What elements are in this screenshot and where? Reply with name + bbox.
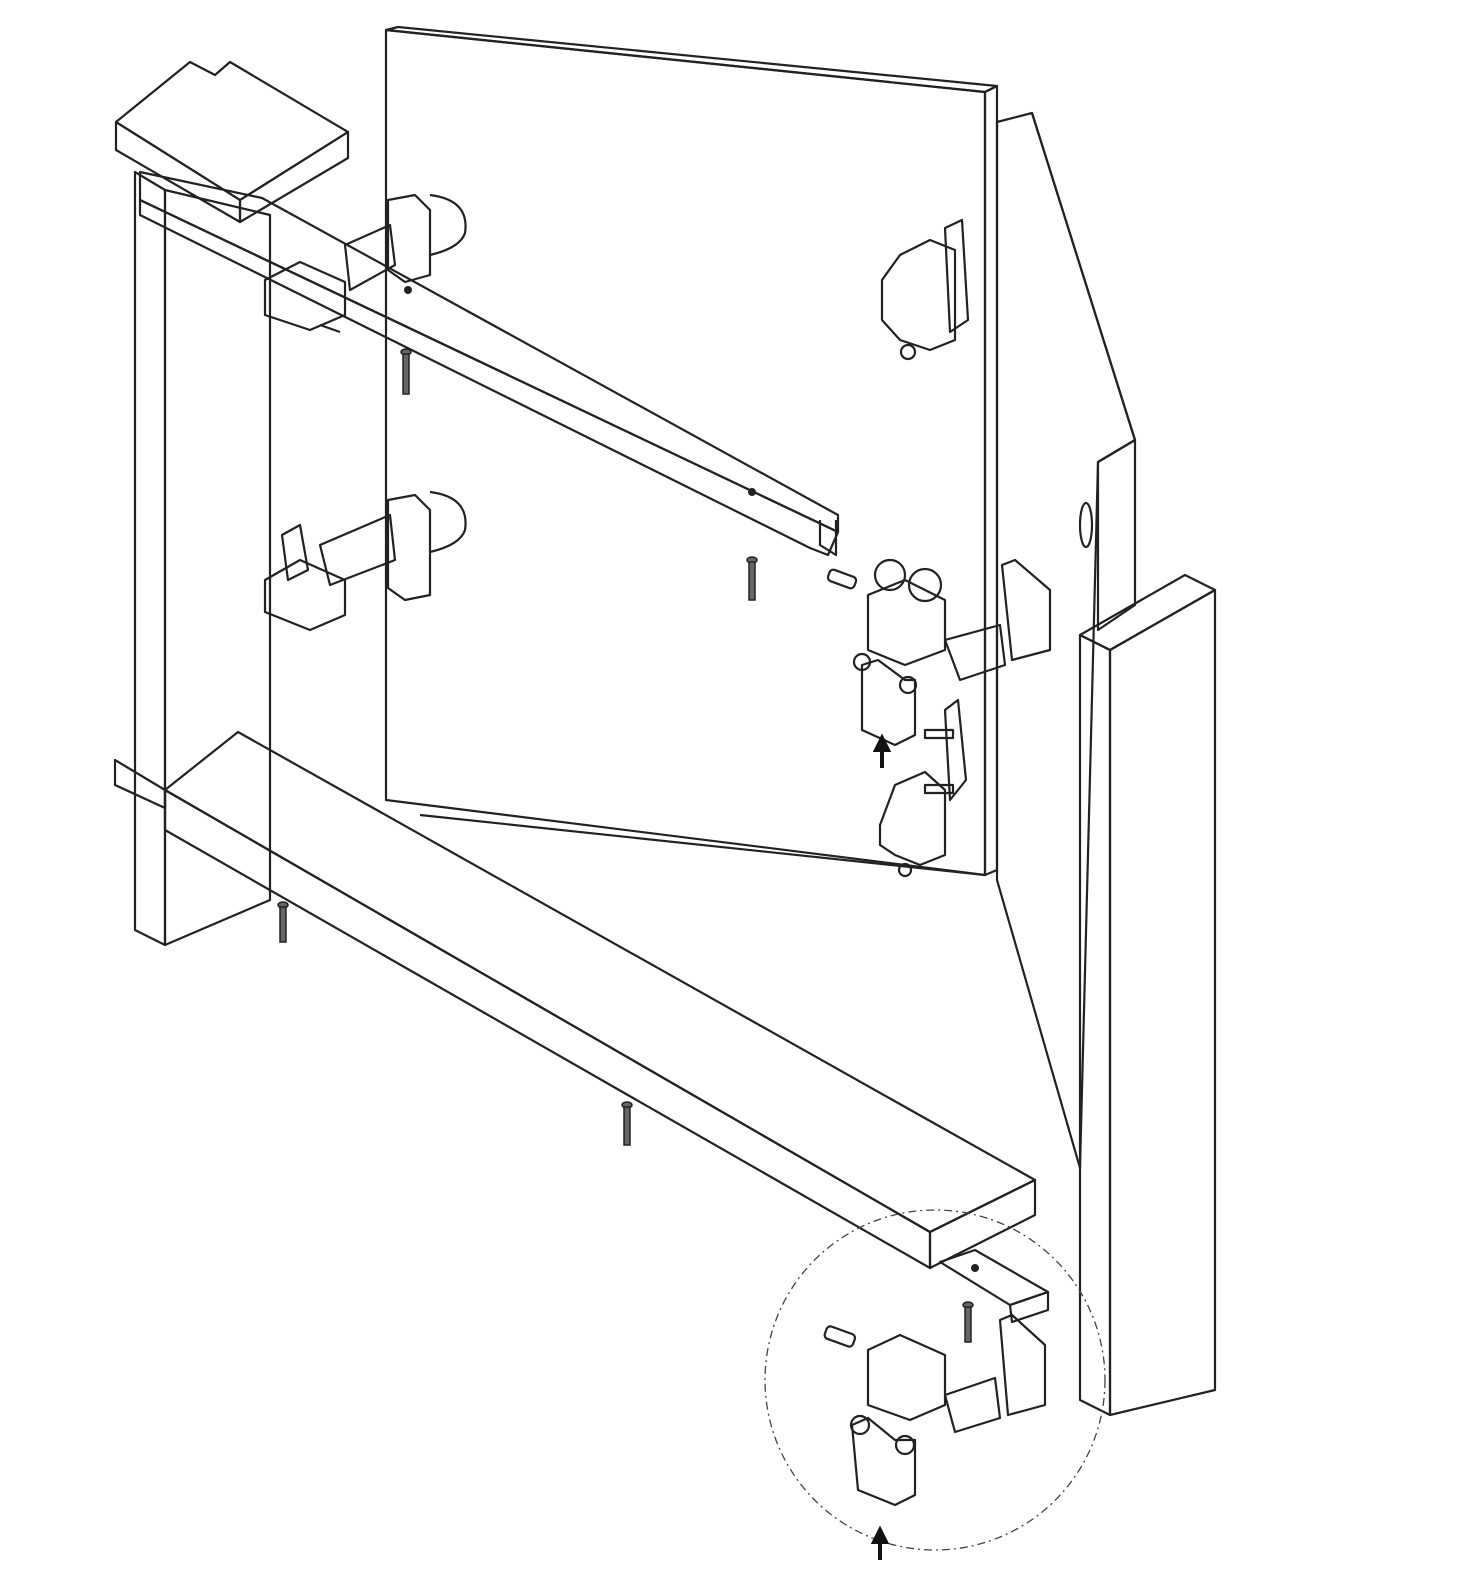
lower-door-bracket (878, 698, 968, 878)
bottom-board-part (928, 1178, 1037, 1270)
up-arrow-icon (872, 733, 892, 768)
bottom-guide-hardware-part (943, 1376, 1002, 1434)
roller-carriage-part (1000, 558, 1052, 662)
bottom-board-part (163, 788, 932, 1270)
up-arrow-icon (870, 1525, 890, 1560)
lower-door-bracket-part (923, 728, 955, 740)
screw-icon (746, 556, 758, 601)
lower-door-bracket-part (923, 783, 955, 795)
roller-carriage-part (852, 652, 872, 672)
bottom-board (113, 730, 1037, 1270)
bottom-guide-hardware-part (866, 1333, 947, 1422)
lower-left-hinge-part (263, 558, 347, 632)
screw-icon-part (748, 561, 756, 601)
upper-left-hinge-part (319, 323, 341, 334)
upper-left-hinge-part (429, 193, 467, 257)
roller-carriage-part (907, 567, 943, 603)
open-door-panel-part (1030, 111, 1137, 632)
upper-left-hinge-part (263, 260, 347, 332)
lower-door-bracket-part (943, 698, 968, 802)
upper-door-bracket-part (899, 343, 917, 361)
bottom-guide-hardware (823, 1313, 1047, 1507)
left-side-panel-part (163, 188, 272, 947)
bottom-guide-rail (938, 1248, 1050, 1324)
left-side-panel (133, 170, 272, 947)
rail-hole (404, 286, 412, 294)
roller-carriage-part (898, 675, 918, 695)
upper-left-hinge-part (386, 193, 432, 284)
top-rail-part (138, 170, 840, 534)
top-rail-part (818, 520, 838, 557)
right-side-post (1078, 573, 1217, 1417)
top-rail (138, 170, 840, 557)
roller-carriage-part (943, 623, 1007, 682)
bottom-guide-hardware-part (823, 1325, 857, 1348)
open-door-panel-part (995, 111, 1137, 1170)
lower-left-hinge (263, 490, 467, 632)
roller-carriage-part (873, 558, 907, 592)
upper-door-bracket-part (880, 238, 957, 352)
lower-left-hinge-part (429, 490, 467, 554)
lower-door-bracket-part (897, 862, 913, 878)
lower-left-hinge-part (386, 493, 432, 602)
roller-carriage-part (826, 568, 858, 590)
upper-door-bracket (880, 218, 970, 361)
top-rail-part (138, 198, 840, 557)
screw-icon (400, 348, 412, 395)
right-side-post-part (1108, 588, 1217, 1417)
top-cap-board-part (238, 130, 350, 224)
bottom-board-part (113, 758, 167, 810)
door-panel-part (983, 84, 999, 877)
bottom-guide-rail-part (971, 1264, 979, 1272)
lower-door-bracket-part (878, 770, 947, 867)
bottom-board-part (163, 730, 1037, 1234)
upper-left-hinge (263, 193, 467, 334)
bottom-guide-hardware-part (894, 1434, 916, 1456)
upper-left-hinge-part (343, 223, 397, 292)
screw-icon-part (964, 1306, 972, 1343)
screws (277, 348, 974, 1343)
screw-icon-part (402, 353, 410, 395)
lower-left-hinge-part (280, 523, 310, 582)
top-cap-board (114, 60, 350, 224)
bottom-board-part (419, 813, 986, 877)
bottom-guide-hardware-part (998, 1313, 1047, 1417)
detail-circle (764, 1209, 1106, 1551)
bottom-guide-hardware-part (850, 1416, 917, 1507)
screw-icon (621, 1101, 633, 1146)
door-handle-hole (1078, 501, 1094, 549)
door-panel (384, 25, 999, 877)
right-side-post-part (1078, 573, 1217, 652)
screw-icon-part (623, 1106, 631, 1146)
rail-hole (748, 488, 756, 496)
door-panel-part (384, 28, 987, 877)
open-door-panel (995, 111, 1137, 1170)
screw-icon-part (279, 906, 287, 943)
door-panel-part (384, 25, 999, 94)
screw-icon (277, 901, 289, 943)
bottom-guide-hardware-part (849, 1414, 871, 1436)
roller-carriage (826, 558, 1052, 747)
upper-door-bracket-part (943, 218, 970, 334)
left-side-panel-part (133, 170, 167, 947)
screw-icon (962, 1301, 974, 1343)
roller-carriage-part (860, 658, 917, 747)
lower-left-hinge-part (318, 513, 397, 587)
roller-carriage-part (866, 578, 947, 667)
